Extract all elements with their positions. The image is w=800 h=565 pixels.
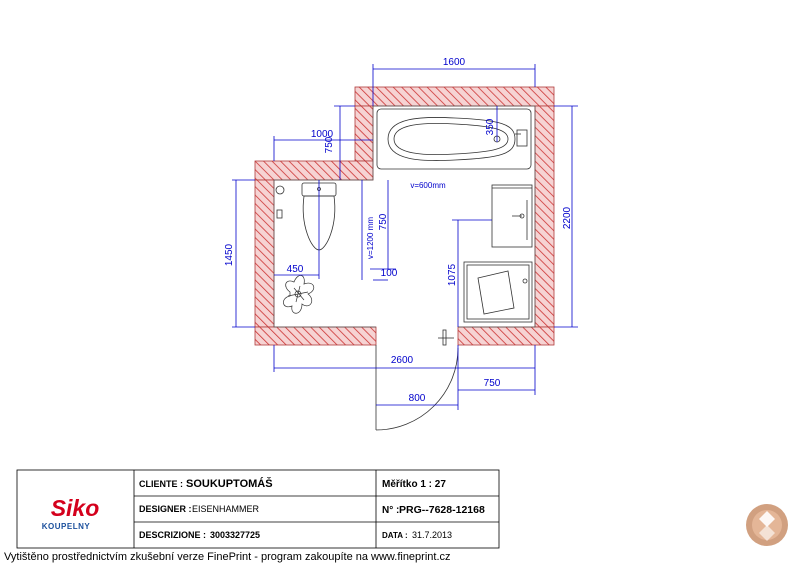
dim-left-step: 750 [324, 136, 335, 153]
walls [254, 86, 555, 346]
date-value: 31.7.2013 [412, 530, 452, 540]
siko-logo: Siko KOUPELNY [42, 495, 100, 531]
dim-total-width: 2600 [391, 355, 414, 366]
toilet [275, 182, 337, 251]
dim-cabinet-height: 1075 [447, 263, 458, 286]
wall-left [254, 179, 275, 328]
svg-text:Siko: Siko [51, 495, 100, 521]
fineprint-logo-icon [746, 504, 788, 546]
dim-bath-depth: 350 [485, 118, 496, 135]
designer-value: EISENHAMMER [192, 504, 260, 514]
dim-right-gap: 750 [484, 378, 501, 389]
dim-right-height: 2200 [562, 206, 573, 229]
dim-mirror-height: v=600mm [410, 181, 446, 190]
dim-wall-gap: 100 [381, 268, 398, 279]
wall-top-right [354, 86, 555, 107]
dim-door-width: 800 [409, 393, 426, 404]
date-label: DATA : [382, 531, 408, 540]
designer-label: DESIGNER : [139, 504, 192, 514]
scale-label: Měřítko 1 : 27 [382, 479, 446, 490]
dim-top-width: 1600 [443, 57, 466, 68]
client-label: CLIENTE : [139, 479, 183, 489]
dim-wc-axis: 450 [287, 264, 304, 275]
washing-machine [463, 261, 533, 323]
dim-left-offset: 1000 [311, 129, 334, 140]
number-value: PRG--7628-12168 [399, 504, 485, 516]
dimension-lines [232, 64, 578, 410]
dim-shower-height: v=1200 mm [366, 217, 375, 259]
title-block [16, 469, 500, 549]
dim-wc-depth: 750 [378, 213, 389, 230]
client-value: SOUKUPTOMÁŠ [186, 477, 273, 490]
shower-fixture [491, 184, 533, 248]
wall-bottom-left [254, 326, 377, 346]
bathtub [376, 108, 532, 170]
footer-note: Vytištěno prostřednictvím zkušební verze… [4, 551, 451, 563]
plant-decoration [283, 275, 315, 314]
svg-text:KOUPELNY: KOUPELNY [42, 522, 91, 531]
door [375, 329, 459, 431]
room-outline [273, 105, 536, 328]
wall-right [534, 105, 555, 328]
description-label: DESCRIZIONE : [139, 530, 206, 540]
wall-left-upper [354, 105, 374, 162]
dim-left-height: 1450 [224, 243, 235, 266]
wall-top-left [254, 160, 374, 181]
wall-bottom-right [457, 326, 555, 346]
number-label: N° : [382, 505, 399, 516]
description-value: 3003327725 [210, 530, 260, 540]
